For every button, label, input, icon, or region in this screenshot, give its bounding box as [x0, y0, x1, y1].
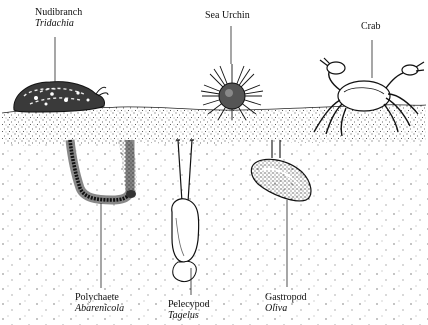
pelecypod-label: Pelecypod Tagelus — [168, 299, 210, 321]
nudibranch-common-name: Nudibranch — [35, 7, 82, 18]
lower-sediment — [0, 140, 428, 325]
pelecypod-genus: Tagelus — [168, 310, 210, 321]
gastropod-genus: Oliva — [265, 303, 307, 314]
sea-urchin-label: Sea Urchin — [205, 10, 250, 21]
gastropod-common-name: Gastropod — [265, 292, 307, 303]
polychaete-label: Polychaete Abarenicola — [75, 292, 124, 314]
gastropod-label: Gastropod Oliva — [265, 292, 307, 314]
nudibranch-label: Nudibranch Tridachia — [35, 7, 82, 29]
crab-label: Crab — [361, 21, 380, 32]
nudibranch-illustration — [14, 82, 108, 112]
nudibranch-genus: Tridachia — [35, 18, 82, 29]
polychaete-genus: Abarenicola — [75, 303, 124, 314]
polychaete-common-name: Polychaete — [75, 292, 124, 303]
pelecypod-common-name: Pelecypod — [168, 299, 210, 310]
crab-common-name: Crab — [361, 21, 380, 32]
sea-urchin-common-name: Sea Urchin — [205, 10, 250, 21]
